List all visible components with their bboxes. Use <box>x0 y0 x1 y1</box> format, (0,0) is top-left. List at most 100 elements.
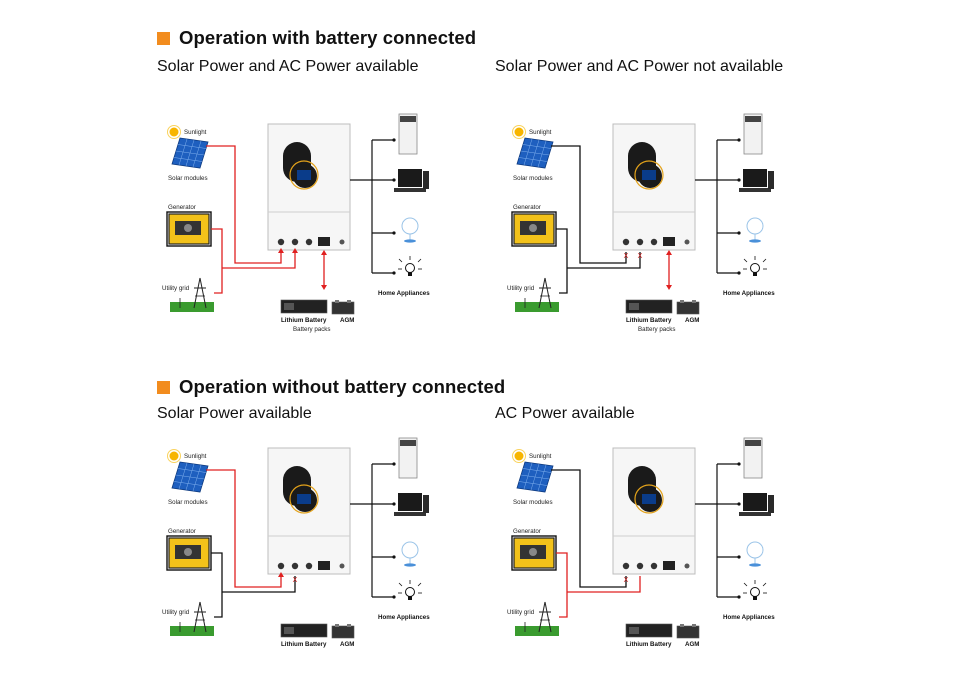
lithium-battery-label: Lithium Battery <box>281 317 327 324</box>
agm-label: AGM <box>685 641 699 648</box>
ac-source-line <box>211 552 223 618</box>
agm-label: AGM <box>340 641 354 648</box>
ac-connection-line <box>222 576 296 593</box>
inverter-port <box>622 238 630 246</box>
section-heading-with-battery: Operation with battery connected <box>157 27 476 49</box>
utility-grid-icon <box>515 277 559 312</box>
sunlight-label: Sunlight <box>184 129 207 136</box>
utility-grid-icon <box>170 601 214 636</box>
blocked-x-mark: X <box>638 253 643 260</box>
solar-panel-icon <box>516 137 554 169</box>
light-bulb-icon <box>398 256 422 276</box>
agm-battery-icon <box>331 300 355 315</box>
lithium-battery-icon <box>625 623 673 638</box>
inverter-port <box>277 562 285 570</box>
inverter-port <box>663 237 675 246</box>
panel-subtitle: Solar Power available <box>157 405 312 422</box>
inverter-port <box>318 237 330 246</box>
section-heading-without-battery: Operation without battery connected <box>157 376 505 398</box>
inverter-icon <box>612 123 696 251</box>
panel-subtitle: Solar Power and AC Power not available <box>495 58 784 75</box>
generator-label: Generator <box>168 528 196 535</box>
generator-icon <box>511 211 557 247</box>
battery-packs-label: Battery packs <box>293 326 331 333</box>
inverter-port <box>650 562 658 570</box>
inverter-port <box>305 238 313 246</box>
battery-packs-label: Battery packs <box>638 326 676 333</box>
lithium-battery-icon <box>625 299 673 314</box>
solar-connection-line <box>551 469 627 588</box>
inverter-port <box>622 562 630 570</box>
inverter-port <box>305 562 313 570</box>
generator-icon <box>511 535 557 571</box>
fan-icon <box>746 217 764 243</box>
solar-modules-label: Solar modules <box>168 175 208 182</box>
solar-connection-line <box>551 145 627 264</box>
fan-icon <box>401 217 419 243</box>
ac-source-line <box>556 228 568 294</box>
ac-connection-line <box>567 252 641 269</box>
inverter-port <box>636 562 644 570</box>
sun-icon <box>512 125 526 139</box>
generator-icon <box>166 211 212 247</box>
generator-icon <box>166 535 212 571</box>
sun-icon <box>512 449 526 463</box>
agm-battery-icon <box>331 624 355 639</box>
agm-label: AGM <box>340 317 354 324</box>
inverter-port <box>318 561 330 570</box>
lithium-battery-icon <box>280 623 328 638</box>
utility-grid-icon <box>170 277 214 312</box>
solar-panel-icon <box>516 461 554 493</box>
lithium-battery-label: Lithium Battery <box>281 641 327 648</box>
inverter-icon <box>612 447 696 575</box>
agm-label: AGM <box>685 317 699 324</box>
sun-icon <box>167 449 181 463</box>
ac-connection-line <box>567 576 641 593</box>
utility-grid-label: Utility grid <box>162 609 190 616</box>
blocked-x-mark: X <box>624 577 629 584</box>
generator-label: Generator <box>168 204 196 211</box>
panel-subtitle: Solar Power and AC Power available <box>157 58 419 75</box>
section-title: Operation without battery connected <box>179 376 506 397</box>
fan-icon <box>401 541 419 567</box>
inverter-port <box>291 562 299 570</box>
section-title: Operation with battery connected <box>179 27 477 48</box>
agm-battery-icon <box>676 300 700 315</box>
air-conditioner-icon <box>743 113 763 155</box>
lithium-battery-icon <box>280 299 328 314</box>
blocked-x-mark: X <box>624 253 629 260</box>
utility-grid-label: Utility grid <box>507 285 535 292</box>
ac-source-line <box>211 228 223 294</box>
lithium-battery-label: Lithium Battery <box>626 317 672 324</box>
air-conditioner-icon <box>398 113 418 155</box>
generator-label: Generator <box>513 204 541 211</box>
air-conditioner-icon <box>743 437 763 479</box>
computer-icon <box>739 493 774 516</box>
agm-battery-icon <box>676 624 700 639</box>
inverter-port <box>663 561 675 570</box>
computer-icon <box>394 169 429 192</box>
solar-connection-line <box>206 145 282 264</box>
solar-panel-icon <box>171 461 209 493</box>
generator-label: Generator <box>513 528 541 535</box>
light-bulb-icon <box>743 580 767 600</box>
sunlight-label: Sunlight <box>529 453 552 460</box>
solar-connection-line <box>206 469 282 588</box>
ac-connection-line <box>222 252 296 269</box>
home-appliances-label: Home Appliances <box>378 614 430 621</box>
inverter-icon <box>267 447 351 575</box>
solar-modules-label: Solar modules <box>513 499 553 506</box>
utility-grid-label: Utility grid <box>507 609 535 616</box>
air-conditioner-icon <box>398 437 418 479</box>
orange-square-bullet <box>157 31 170 45</box>
solar-panel-icon <box>171 137 209 169</box>
blocked-x-mark: X <box>293 577 298 584</box>
inverter-port <box>650 238 658 246</box>
panel-subtitle: AC Power available <box>495 405 635 422</box>
